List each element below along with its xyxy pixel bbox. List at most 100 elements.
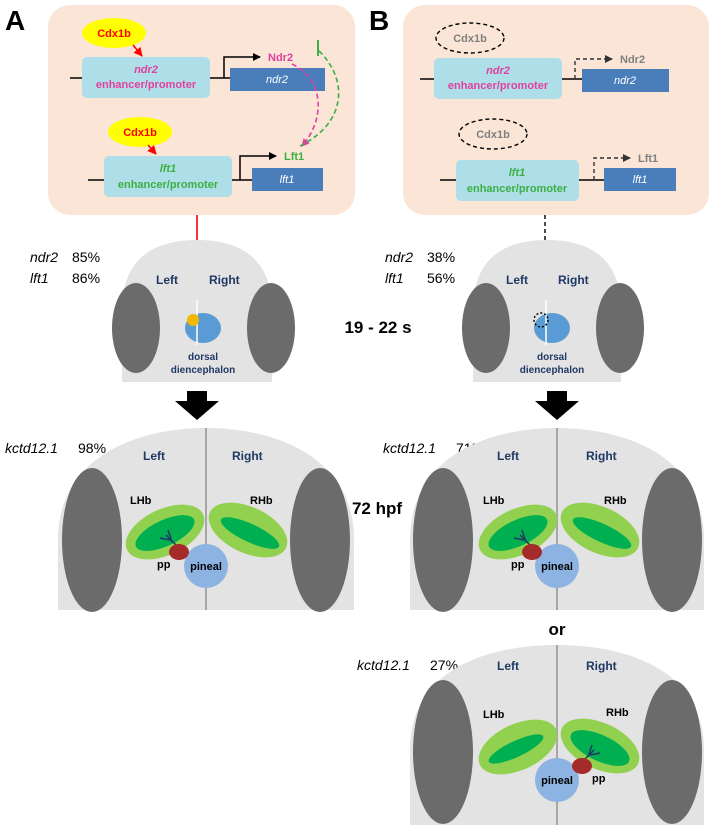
eye-right <box>642 680 702 824</box>
parapineal <box>169 544 189 560</box>
lft1-gene-label: lft1 <box>633 174 648 186</box>
rhb-label: RHb <box>604 495 627 507</box>
parapineal <box>522 544 542 560</box>
pp-projection <box>583 744 601 761</box>
brain-outline <box>473 240 621 382</box>
activation-arrow <box>147 144 157 155</box>
late-gene-percent: 98% <box>78 440 106 456</box>
grn-box-b: Cdx1b ndr2 enhancer/promoter ndr2 Ndr2 C… <box>403 5 709 215</box>
ndr2-protein: Ndr2 <box>268 52 293 64</box>
right-label: Right <box>586 449 617 463</box>
pineal-label: pineal <box>541 561 573 573</box>
lft1-gene-label: lft1 <box>280 174 295 186</box>
ndr2-enhancer-gene: ndr2 <box>486 65 510 77</box>
early-brain-a: Left Right dorsal diencephalon <box>112 240 295 382</box>
eye-left <box>112 283 160 373</box>
lft1-inhibits-ndr2-line <box>299 49 340 147</box>
lft1-gene-box <box>252 168 323 191</box>
stage-label-early: 19 - 22 s <box>344 318 411 337</box>
ndr2-enhancer-box <box>82 57 210 98</box>
grn-box-a: Cdx1b ndr2 enhancer/promoter ndr2 Ndr2 C… <box>48 5 355 215</box>
activation-arrow <box>132 44 143 57</box>
gene-name: ndr2 <box>30 249 58 265</box>
pp-label: pp <box>511 559 525 571</box>
rhb-inner <box>220 517 280 549</box>
eye-left <box>462 283 510 373</box>
right-label: Right <box>232 449 263 463</box>
pineal-organ <box>184 544 228 588</box>
eye-left <box>413 468 473 612</box>
lft1-enhancer-gene: lft1 <box>509 167 526 179</box>
ndr2-enhancer-gene: ndr2 <box>134 64 158 76</box>
down-arrow-b <box>535 391 579 420</box>
down-arrow-a <box>175 391 219 420</box>
pineal-label: pineal <box>541 775 573 787</box>
pineal-label: pineal <box>190 561 222 573</box>
pp-label: pp <box>157 559 171 571</box>
stage-label-late: 72 hpf <box>352 499 402 518</box>
lft1-enhancer-text: enhancer/promoter <box>118 179 219 191</box>
lft1-enhancer-box <box>456 160 579 201</box>
pineal-organ <box>535 758 579 802</box>
lhb-label: LHb <box>483 709 505 721</box>
region-label-2: diencephalon <box>171 365 235 376</box>
right-label: Right <box>209 273 240 287</box>
eye-right <box>596 283 644 373</box>
diencephalon-blue <box>534 313 570 343</box>
left-label: Left <box>497 659 519 673</box>
pp-projection <box>513 529 531 546</box>
pp-projection <box>159 529 177 546</box>
region-label-2: diencephalon <box>520 365 584 376</box>
left-label: Left <box>497 449 519 463</box>
panel-label-b: B <box>369 5 389 36</box>
lft1-protein: Lft1 <box>284 151 304 163</box>
ndr2-enhancer-text: enhancer/promoter <box>96 79 197 91</box>
cdx1b-label: Cdx1b <box>453 33 487 45</box>
lhb-inner <box>135 515 195 551</box>
right-label: Right <box>586 659 617 673</box>
transcription-arrow <box>239 152 277 180</box>
lft1-enhancer-text: enhancer/promoter <box>467 183 568 195</box>
lft1-enhancer-gene: lft1 <box>160 163 177 175</box>
late-gene-name: kctd12.1 <box>383 440 436 456</box>
ndr2-protein: Ndr2 <box>620 54 645 66</box>
pp-label: pp <box>592 773 606 785</box>
gene-percent: 56% <box>427 270 455 286</box>
gene-percent: 38% <box>427 249 455 265</box>
left-label: Left <box>156 273 178 287</box>
late-gene-name: kctd12.1 <box>5 440 58 456</box>
cdx1b-oval-b-ndr2 <box>435 22 505 54</box>
ndr2-gene-label: ndr2 <box>614 75 636 87</box>
lft1-enhancer-box <box>104 156 232 197</box>
late-gene-percent: 27% <box>430 657 458 673</box>
lft1-gene-box <box>604 168 676 191</box>
parapineal <box>572 758 592 774</box>
rhb-label: RHb <box>250 495 273 507</box>
early-brain-b: Left Right dorsal diencephalon <box>462 240 644 382</box>
gene-name: lft1 <box>385 270 404 286</box>
transcription-arrow-dashed <box>574 55 613 79</box>
ndr2-enhancer-text: enhancer/promoter <box>448 80 549 92</box>
lft1-protein: Lft1 <box>638 153 658 165</box>
ndr2-activates-lft1-arrow <box>291 63 319 147</box>
panel-label-a: A <box>5 5 25 36</box>
pineal-organ <box>535 544 579 588</box>
cdx1b-label: Cdx1b <box>97 28 131 40</box>
left-label: Left <box>143 449 165 463</box>
lhb-inner <box>488 515 548 551</box>
lhb-label: LHb <box>130 495 152 507</box>
cdx1b-label: Cdx1b <box>123 127 157 139</box>
late-gene-name: kctd12.1 <box>357 657 410 673</box>
eye-right <box>642 468 702 612</box>
ndr2-gene-box <box>582 69 669 92</box>
left-expression-dot-empty <box>533 312 549 328</box>
transcription-arrow <box>223 53 261 78</box>
or-label: or <box>549 620 566 639</box>
late-brain-a: Left Right LHb RHb pineal pp <box>58 428 354 612</box>
eye-left <box>413 680 473 824</box>
lhb-label: LHb <box>483 495 505 507</box>
late-brain-b1: Left Right LHb RHb pineal pp <box>410 428 704 612</box>
region-label-1: dorsal <box>537 352 567 363</box>
gene-percent: 86% <box>72 270 100 286</box>
